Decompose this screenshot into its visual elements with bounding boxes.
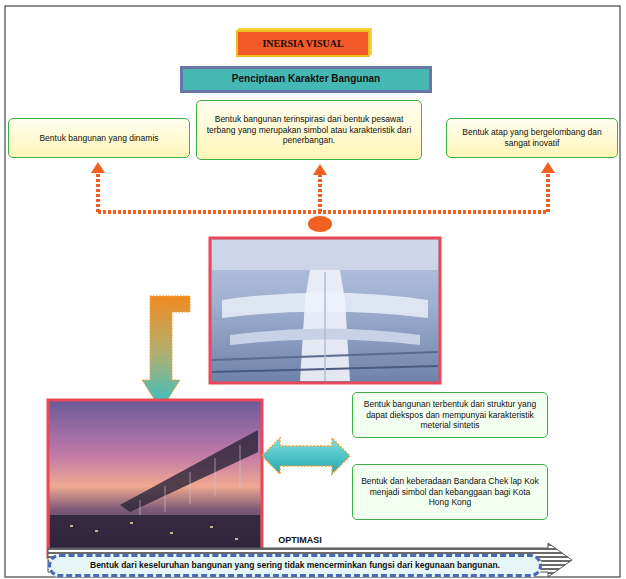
note-box: Bentuk bangunan yang dinamis [8,118,190,158]
title-text: INERSIA VISUAL [262,38,343,49]
dotted-arrows [98,172,548,212]
note-box: Bentuk atap yang bergelombang dan sangat… [446,118,618,158]
box-text: Penciptaan Karakter Bangunan [232,73,380,86]
note-box: Bentuk bangunan terinspirasi dari bentuk… [196,100,422,160]
note-box: Bentuk dan keberadaan Bandara Chek lap K… [352,464,548,520]
box-text: Bentuk bangunan yang dinamis [39,133,158,144]
arrow-heads [91,162,555,232]
section-label: OPTIMASI [278,535,322,545]
page-frame [5,6,620,577]
airport-aerial-photo [210,238,440,383]
hatched-arrow [48,543,572,577]
note-box: Bentuk bangunan terbentuk dari struktur … [352,392,548,438]
heading-box: Penciptaan Karakter Bangunan [180,66,432,93]
box-text: Bentuk bangunan terinspirasi dari bentuk… [203,114,415,146]
conclusion-band: Bentuk dari keseluruhan bangunan yang se… [48,554,542,577]
double-arrow [262,438,350,474]
box-text: Bentuk bangunan terbentuk dari struktur … [359,399,541,431]
title-box: INERSIA VISUAL [236,30,370,57]
flow-down-arrow [142,296,190,410]
box-text: Bentuk atap yang bergelombang dan sangat… [453,127,611,148]
box-text: Bentuk dan keberadaan Bandara Chek lap K… [359,476,541,508]
terminal-sunset-photo [48,400,262,557]
box-text: Bentuk dari keseluruhan bangunan yang se… [90,560,500,571]
